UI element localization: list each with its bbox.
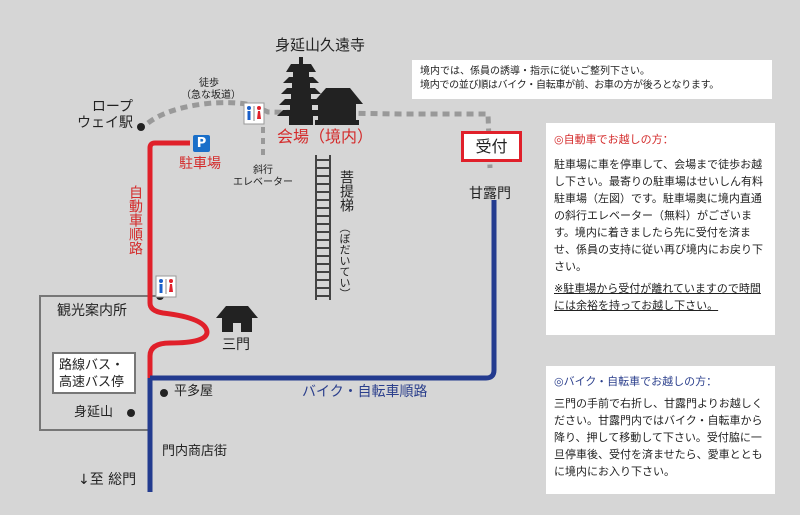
walk-label: 徒歩 （急な坂道） [181, 78, 241, 101]
bike-route-line [147, 200, 497, 492]
top-notice-line2: 境内での並び順はバイク・自転車が前、お車の方が後ろとなります。 [420, 80, 719, 91]
reception-box: 受付 [461, 131, 522, 162]
bodhi-stairs-icon [315, 155, 331, 300]
bodhi-stairs-reading: （ぼだいてい） [338, 222, 351, 299]
bus-stop-label: 路線バス・ 高速バス停 [59, 358, 125, 390]
car-route-label: 自動車順路 [127, 185, 143, 255]
car-info-note: ※駐車場から受付が離れていますので時間には余裕を持ってお越し下さい。 [554, 282, 761, 312]
top-notice: 境内では、係員の誘導・指示に従いご整列下さい。 境内での並び順はバイク・自転車が… [412, 60, 772, 99]
bike-info-heading: ◎バイク・自転車でお越しの方： [554, 375, 718, 388]
toilet-icon [155, 275, 177, 298]
hiratako-label: 平多屋 [174, 384, 214, 399]
venue-label: 会場（境内） [277, 127, 374, 146]
sanmon-label: 三門 [222, 337, 250, 353]
monzen-street-label: 門内商店街 [162, 444, 228, 459]
bodhi-stairs-label: 菩提梯 [338, 170, 354, 212]
minobusan-label: 身延山 [74, 405, 114, 420]
reception-label: 受付 [475, 137, 508, 156]
ropeway-station-dot [137, 123, 145, 131]
bike-route-label: バイク・自転車順路 [302, 384, 428, 400]
hiratako-dot [160, 389, 168, 397]
car-info-body: 駐車場に車を停車して、会場まで徒歩お越し下さい。最寄りの駐車場はせいしん有料駐車… [554, 158, 763, 273]
sanmon-gate-icon [216, 306, 258, 332]
car-route-line [147, 140, 210, 378]
toilet-icon [243, 102, 265, 125]
car-info-panel: ◎自動車でお越しの方： 駐車場に車を停車して、会場まで徒歩お越し下さい。最寄りの… [546, 123, 775, 335]
bus-stop-box: 路線バス・ 高速バス停 [52, 352, 136, 394]
bike-info-panel: ◎バイク・自転車でお越しの方： 三門の手前で右折し、甘露門よりお越しください。甘… [546, 366, 775, 494]
main-hall-icon [312, 88, 363, 125]
bike-info-body: 三門の手前で右折し、甘露門よりお越しください。甘露門内ではバイク・自転車から降り… [554, 397, 763, 478]
tourist-info-label: 観光案内所 [57, 303, 127, 319]
ropeway-station-label: ロープ ウェイ駅 [77, 99, 133, 132]
elevator-label: 斜行 エレベーター [233, 165, 293, 188]
parking-icon: P [196, 136, 207, 151]
to-somon-label: ↓至 総門 [78, 472, 137, 488]
temple-label: 身延山久遠寺 [275, 36, 366, 54]
parking-icon-bg [193, 135, 210, 152]
bus-info-outline [39, 295, 160, 431]
top-notice-line1: 境内では、係員の誘導・指示に従いご整列下さい。 [420, 66, 650, 77]
kanro-gate-label: 甘露門 [469, 186, 511, 202]
minobusan-dot [127, 409, 135, 417]
car-info-heading: ◎自動車でお越しの方： [554, 133, 674, 146]
parking-label: 駐車場 [179, 156, 221, 172]
pagoda-icon [277, 57, 325, 125]
